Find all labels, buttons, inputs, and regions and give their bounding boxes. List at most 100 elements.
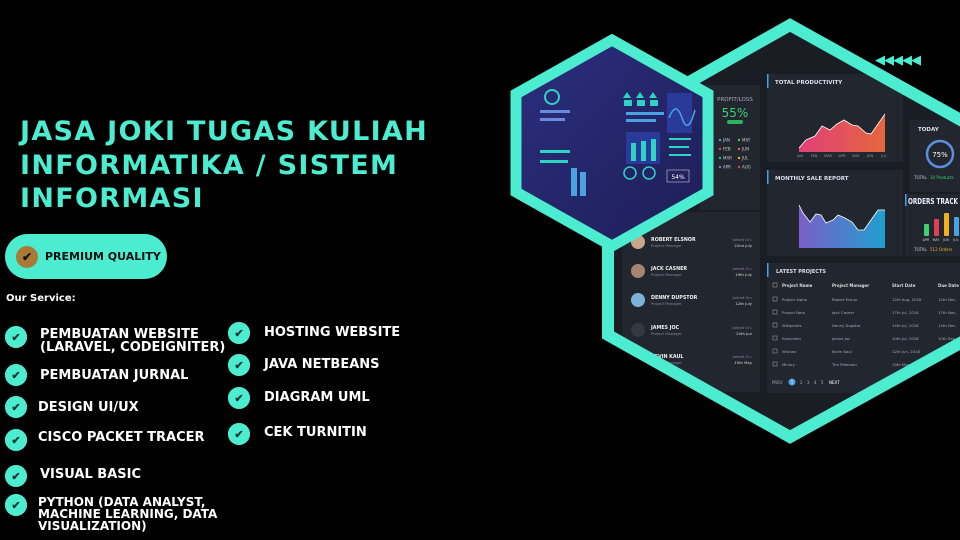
svg-text:JUL: JUL: [952, 238, 958, 242]
headline-line: JASA JOKI TUGAS KULIAH: [20, 116, 429, 147]
svg-text:JACK CASNER: JACK CASNER: [650, 266, 687, 272]
svg-text:FEB: FEB: [723, 147, 731, 152]
check-seal-icon: ✔: [16, 245, 38, 268]
service-item: PEMBUATAN JURNAL: [40, 368, 189, 383]
today-title: TODAY: [918, 127, 940, 133]
sales-title: MONTHLY SALE REPORT: [775, 176, 849, 182]
svg-text:Joined On:: Joined On:: [731, 237, 752, 242]
project-cell: 17th Jul, 2018: [892, 310, 919, 315]
project-cell: 10th Sep: [938, 336, 956, 341]
avatar: [631, 293, 645, 307]
row-checkbox[interactable]: [772, 361, 778, 367]
check-badge-icon: ✔: [228, 322, 250, 344]
svg-text:Joined On:: Joined On:: [731, 354, 752, 359]
service-item: JAVA NETBEANS: [264, 357, 380, 372]
service-item: CISCO PACKET TRACER: [38, 430, 205, 445]
svg-text:2: 2: [800, 380, 803, 385]
row-checkbox[interactable]: [772, 296, 778, 302]
svg-text:ROBERT ELSNOR: ROBERT ELSNOR: [651, 237, 696, 243]
orders-total-label: TOTAL: [913, 247, 927, 252]
premium-quality-badge: ✔ PREMIUM QUALITY: [5, 234, 167, 279]
project-cell: 12th Dec,: [938, 297, 957, 302]
service-line: PYTHON (DATA ANALYST,: [38, 495, 206, 509]
headline: JASA JOKI TUGAS KULIAH INFORMATIKA / SIS…: [20, 115, 428, 216]
project-cell: 19th May,: [892, 362, 911, 367]
today-total-value: 10 Products: [930, 175, 954, 180]
today-value: 75%: [932, 151, 948, 159]
project-cell: Project Beta: [782, 310, 805, 315]
svg-text:3: 3: [807, 380, 810, 385]
svg-text:12th July: 12th July: [735, 301, 753, 306]
orders-title: ORDERS TRACK: [908, 197, 959, 206]
service-line: (LARAVEL, CODEIGNITER): [40, 339, 226, 355]
svg-text:4: 4: [814, 380, 817, 385]
project-cell: Project Alpha: [782, 297, 807, 302]
svg-text:MAR: MAR: [824, 154, 832, 158]
svg-text:19th July: 19th July: [735, 272, 753, 277]
sales-area: [799, 205, 885, 248]
project-row[interactable]: Minory Tim Peterson 19th May,: [772, 361, 911, 367]
svg-text:Joined On:: Joined On:: [731, 325, 752, 330]
profit-legend: JAN MAY FEB JUN MAR JUL APR AUG: [718, 138, 751, 170]
svg-text:JUL: JUL: [741, 156, 749, 161]
project-cell: 14th Dec,: [938, 323, 957, 328]
row-checkbox[interactable]: [772, 335, 778, 341]
check-badge-icon: ✔: [5, 429, 27, 451]
project-cell: Jack Casner: [831, 310, 855, 315]
check-badge-icon: ✔: [228, 387, 250, 409]
project-cell: 12th Jun, 2018: [892, 349, 921, 354]
service-item: DESIGN UI/UX: [38, 400, 139, 415]
projects-title: LATEST PROJECTS: [776, 269, 826, 275]
row-checkbox[interactable]: [772, 348, 778, 354]
avatar: [631, 323, 645, 337]
project-cell: James Joc: [831, 336, 850, 341]
svg-text:FEB: FEB: [811, 154, 818, 158]
project-cell: Robert Elsnor: [832, 297, 858, 302]
svg-text:Project Manager: Project Manager: [651, 243, 682, 248]
project-cell: Minory: [782, 362, 796, 367]
svg-text:JAN: JAN: [722, 138, 730, 143]
today-total-label: TOTAL: [913, 175, 927, 180]
svg-text:JUL: JUL: [880, 154, 887, 158]
svg-text:15th May: 15th May: [734, 360, 753, 365]
svg-text:APR: APR: [723, 165, 731, 170]
svg-text:APR: APR: [839, 154, 847, 158]
svg-text:PREV: PREV: [772, 380, 783, 385]
project-cell: Tim Peterson: [831, 362, 857, 367]
check-badge-icon: ✔: [5, 396, 27, 418]
svg-text:Project Manager: Project Manager: [832, 283, 869, 288]
productivity-title: TOTAL PRODUCTIVITY: [775, 80, 843, 86]
service-item: PEMBUATAN WEBSITE(LARAVEL, CODEIGNITER): [40, 328, 226, 355]
svg-text:DENNY DUPSTOR: DENNY DUPSTOR: [651, 295, 698, 301]
svg-text:MAR: MAR: [723, 156, 732, 161]
row-checkbox[interactable]: [772, 309, 778, 315]
avatar: [631, 264, 645, 278]
svg-text:MAY: MAY: [933, 238, 941, 242]
svg-text:MAY: MAY: [742, 138, 751, 143]
svg-text:KEVIN KAUL: KEVIN KAUL: [651, 354, 683, 360]
project-row[interactable]: Project Beta Jack Casner 17th Jul, 2018 17t…: [772, 309, 957, 315]
svg-text:Due Date: Due Date: [938, 283, 959, 288]
svg-text:JAMES JOC: JAMES JOC: [650, 325, 680, 331]
project-cell: Denny Dupstor: [832, 323, 861, 328]
project-cell: 17th Nov,: [938, 310, 957, 315]
project-cell: 10th Jul, 2018: [892, 336, 919, 341]
svg-text:MAY: MAY: [852, 154, 860, 158]
svg-text:JAN: JAN: [796, 154, 803, 158]
check-badge-icon: ✔: [228, 423, 250, 445]
check-badge-icon: ✔: [5, 364, 27, 386]
project-cell: Kevin Kaul: [832, 349, 852, 354]
headline-line: INFORMASI: [20, 183, 204, 214]
svg-text:APR: APR: [923, 238, 930, 242]
row-checkbox[interactable]: [772, 322, 778, 328]
project-cell: Wikipoints: [782, 323, 802, 328]
